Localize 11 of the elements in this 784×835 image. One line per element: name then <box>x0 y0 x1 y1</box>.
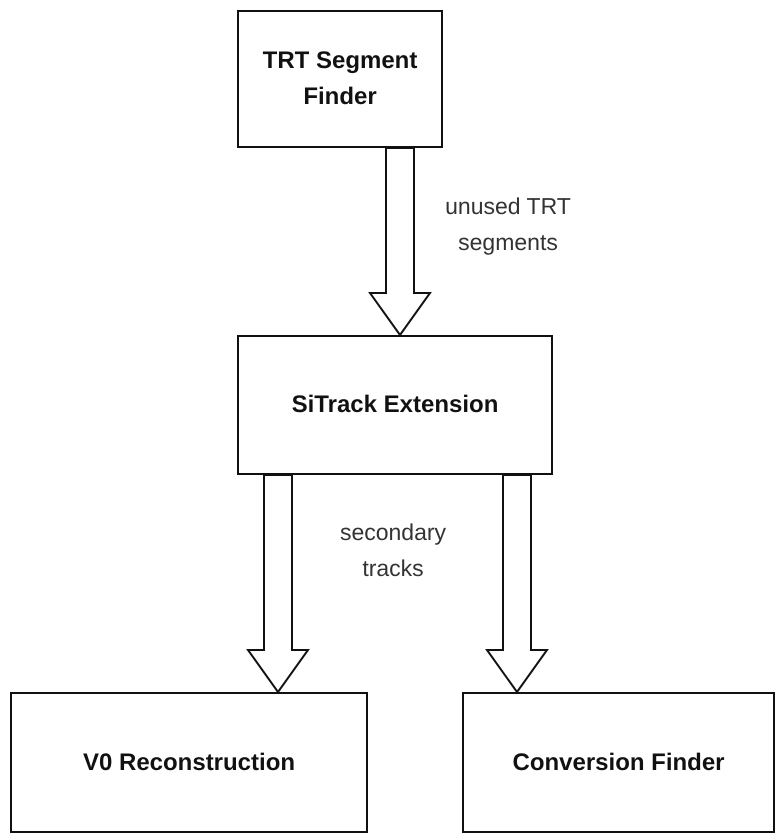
process-box <box>237 10 443 148</box>
block-arrow <box>246 474 310 694</box>
block-arrow <box>368 147 432 337</box>
box-label: Conversion Finder <box>512 748 725 778</box>
block-arrow <box>485 474 549 694</box>
process-box <box>10 692 368 833</box>
box-label: SiTrack Extension <box>292 390 498 420</box>
box-label: TRT Segment Finder <box>262 46 418 112</box>
box-label: V0 Reconstruction <box>82 748 296 778</box>
process-box <box>237 335 553 475</box>
process-box <box>462 692 775 833</box>
